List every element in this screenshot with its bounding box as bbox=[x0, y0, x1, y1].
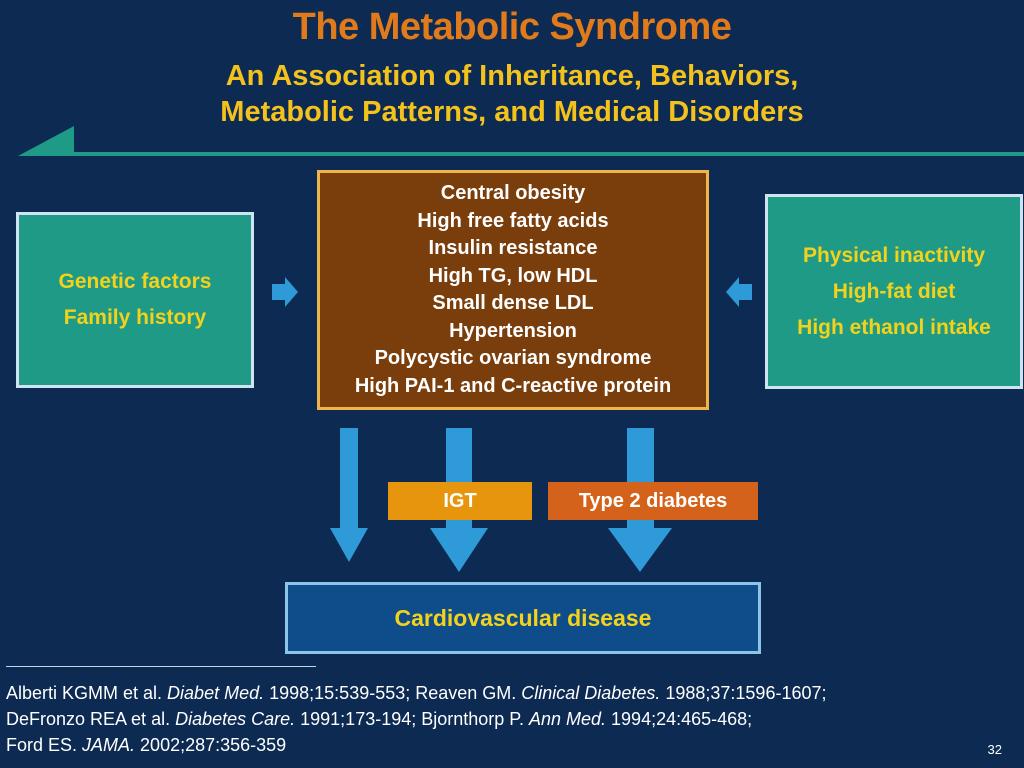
divider-wedge bbox=[18, 126, 74, 156]
ref5-journal: JAMA. bbox=[82, 735, 136, 755]
ref1-journal: Diabet Med. bbox=[167, 683, 265, 703]
ref1-authors: Alberti KGMM et al. bbox=[6, 683, 168, 703]
divider-line bbox=[70, 152, 1024, 156]
cardiovascular-disease-box: Cardiovascular disease bbox=[285, 582, 761, 654]
ref2-details: 1988;37:1596-1607; bbox=[660, 683, 827, 703]
metabolic-patterns-box: Central obesity High free fatty acids In… bbox=[317, 170, 709, 410]
behaviors-box: Physical inactivity High-fat diet High e… bbox=[765, 194, 1023, 389]
right-box-line-1: Physical inactivity bbox=[802, 243, 986, 267]
center-box-line-3: Insulin resistance bbox=[428, 237, 598, 259]
left-box-line-2: Family history bbox=[63, 306, 207, 329]
right-box-line-2: High-fat diet bbox=[832, 279, 956, 303]
references: Alberti KGMM et al. Diabet Med. 1998;15:… bbox=[6, 680, 966, 758]
ref3-details: 1991;173-194; Bjornthorp P. bbox=[295, 709, 529, 729]
igt-label: IGT bbox=[388, 482, 532, 520]
center-box-line-4: High TG, low HDL bbox=[428, 264, 598, 287]
slide-subtitle: An Association of Inheritance, Behaviors… bbox=[0, 58, 1024, 130]
ref3-journal: Diabetes Care. bbox=[175, 709, 296, 729]
center-box-line-6: Hypertension bbox=[449, 319, 577, 342]
reference-separator bbox=[6, 666, 316, 667]
subtitle-line-1: An Association of Inheritance, Behaviors… bbox=[225, 60, 799, 92]
center-box-line-2: High free fatty acids bbox=[417, 209, 609, 232]
arrow-left-icon bbox=[726, 277, 752, 307]
ref2-journal: Clinical Diabetes. bbox=[521, 683, 661, 703]
ref5-details: 2002;287:356-359 bbox=[135, 735, 287, 755]
page-number: 32 bbox=[987, 742, 1002, 757]
ref4-details: 1994;24:465-468; bbox=[606, 709, 753, 729]
left-box-line-1: Genetic factors bbox=[58, 270, 212, 293]
right-box-line-3: High ethanol intake bbox=[797, 315, 991, 339]
ref1-details: 1998;15:539-553; Reaven GM. bbox=[264, 683, 522, 703]
ref4-journal: Ann Med. bbox=[528, 709, 607, 729]
reference-line-3: Ford ES. JAMA. 2002;287:356-359 bbox=[6, 732, 966, 758]
genetic-factors-box: Genetic factors Family history bbox=[16, 212, 254, 388]
center-box-line-1: Central obesity bbox=[440, 182, 586, 204]
subtitle-line-2: Metabolic Patterns, and Medical Disorder… bbox=[220, 96, 804, 128]
reference-line-2: DeFronzo REA et al. Diabetes Care. 1991;… bbox=[6, 706, 966, 732]
center-box-line-5: Small dense LDL bbox=[432, 292, 594, 314]
center-box-line-7: Polycystic ovarian syndrome bbox=[374, 347, 652, 369]
center-box-line-8: High PAI-1 and C-reactive protein bbox=[354, 374, 672, 397]
ref5-authors: Ford ES. bbox=[6, 735, 83, 755]
slide-title: The Metabolic Syndrome bbox=[292, 6, 732, 48]
ref3-authors: DeFronzo REA et al. bbox=[6, 709, 176, 729]
reference-line-1: Alberti KGMM et al. Diabet Med. 1998;15:… bbox=[6, 680, 966, 706]
type2-diabetes-label: Type 2 diabetes bbox=[548, 482, 758, 520]
header-divider bbox=[18, 126, 1024, 156]
arrow-right-icon bbox=[272, 277, 298, 307]
arrow-down-icon-left bbox=[330, 428, 368, 562]
